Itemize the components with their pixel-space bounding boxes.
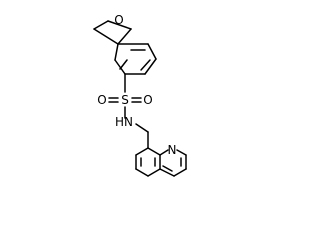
molecule-structure-diagram: O S O O HN N xyxy=(93,13,187,177)
ring-oxygen-label: O xyxy=(114,13,123,27)
sulfonyl-oxygen-left-label: O xyxy=(97,93,106,107)
sulfur-label: S xyxy=(121,93,129,107)
benzene-ring-bonds xyxy=(114,43,157,75)
sulfonyl-oxygen-right-label: O xyxy=(143,93,152,107)
quinoline-ring-bonds xyxy=(135,131,187,177)
sulfonamide-bonds xyxy=(108,73,149,133)
amine-nh-label: HN xyxy=(115,115,133,129)
quinoline-nitrogen-label: N xyxy=(168,143,177,157)
furan-ring-bonds xyxy=(93,20,132,45)
